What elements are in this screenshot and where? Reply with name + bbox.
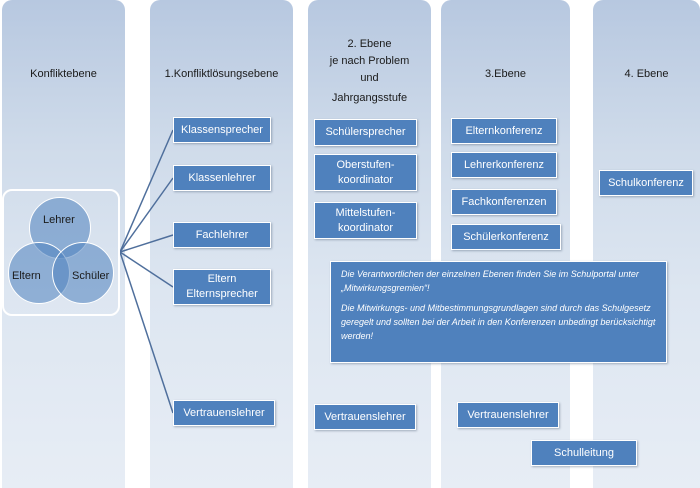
box-schuelersprecher: Schülersprecher xyxy=(314,119,417,146)
info-paragraph-1: Die Verantwortlichen der einzelnen Ebene… xyxy=(341,269,639,293)
column-title-line: und xyxy=(360,72,379,84)
venn-diagram: Lehrer Eltern Schüler xyxy=(2,189,120,316)
box-label: Schulleitung xyxy=(554,446,614,459)
venn-label-schueler: Schüler xyxy=(72,270,110,282)
box-label: Fachlehrer xyxy=(195,228,249,241)
column-title: 4. Ebene xyxy=(624,68,669,80)
box-fachkonferenzen: Fachkonferenzen xyxy=(451,189,557,215)
connector-eltern xyxy=(119,251,174,288)
box-schuelerkonferenz: Schülerkonferenz xyxy=(451,224,561,250)
column-title-line: Jahrgangsstufe xyxy=(331,92,408,104)
box-mittelstufenkoordinator: Mittelstufen- koordinator xyxy=(314,202,417,239)
box-label: Klassensprecher xyxy=(181,123,263,136)
box-label: Klassenlehrer xyxy=(188,171,256,184)
box-label: Fachkonferenzen xyxy=(461,195,547,208)
venn-label-eltern: Eltern xyxy=(12,270,41,282)
column-title-line: je nach Problem xyxy=(329,55,410,67)
box-oberstufenkoordinator: Oberstufen- koordinator xyxy=(314,154,417,191)
connector-klassenlehrer xyxy=(119,177,174,253)
box-label: Schülerkonferenz xyxy=(463,230,549,243)
box-label: koordinator xyxy=(337,173,394,186)
box-klassenlehrer: Klassenlehrer xyxy=(173,165,271,191)
box-elternkonferenz: Elternkonferenz xyxy=(451,118,557,144)
box-label: Mittelstufen- xyxy=(335,206,396,219)
column-ebene4: 4. Ebene xyxy=(593,0,700,488)
box-vertrauenslehrer-2: Vertrauenslehrer xyxy=(314,404,416,430)
connector-fachlehrer xyxy=(119,234,174,253)
info-box: Die Verantwortlichen der einzelnen Ebene… xyxy=(330,261,667,363)
box-label: Eltern xyxy=(207,273,237,285)
box-label: Elternsprecher xyxy=(186,288,258,300)
box-vertrauenslehrer-3: Vertrauenslehrer xyxy=(457,402,559,428)
info-paragraph-2: Die Mitwirkungs- und Mitbestimmungsgrund… xyxy=(341,303,656,341)
column-title: 1.Konfliktlösungsebene xyxy=(164,68,279,80)
connector-klassensprecher xyxy=(119,129,174,253)
box-label: Schülersprecher xyxy=(325,126,406,138)
box-fachlehrer: Fachlehrer xyxy=(173,222,271,248)
box-schulkonferenz: Schulkonferenz xyxy=(599,170,693,196)
box-schulleitung: Schulleitung xyxy=(531,440,637,466)
connector-vertrauenslehrer xyxy=(119,251,174,414)
box-vertrauenslehrer-1: Vertrauenslehrer xyxy=(173,400,275,426)
box-klassensprecher: Klassensprecher xyxy=(173,117,271,143)
box-label: koordinator xyxy=(337,221,394,234)
column-title-line: 2. Ebene xyxy=(347,38,392,50)
box-label: Lehrerkonferenz xyxy=(463,158,545,171)
column-title: 3.Ebene xyxy=(485,68,526,80)
box-eltern-elternsprecher: Eltern Elternsprecher xyxy=(173,269,271,305)
box-lehrerkonferenz: Lehrerkonferenz xyxy=(451,152,557,178)
box-label: Vertrauenslehrer xyxy=(324,410,406,423)
box-label: Elternkonferenz xyxy=(465,124,543,137)
venn-label-lehrer: Lehrer xyxy=(43,214,75,226)
box-label: Vertrauenslehrer xyxy=(467,408,549,421)
box-label: Vertrauenslehrer xyxy=(183,406,265,419)
venn-circle-schueler xyxy=(52,242,114,304)
box-label: Oberstufen- xyxy=(336,158,395,171)
column-title: Konfliktebene xyxy=(30,68,97,80)
box-label: Schulkonferenz xyxy=(608,176,684,189)
